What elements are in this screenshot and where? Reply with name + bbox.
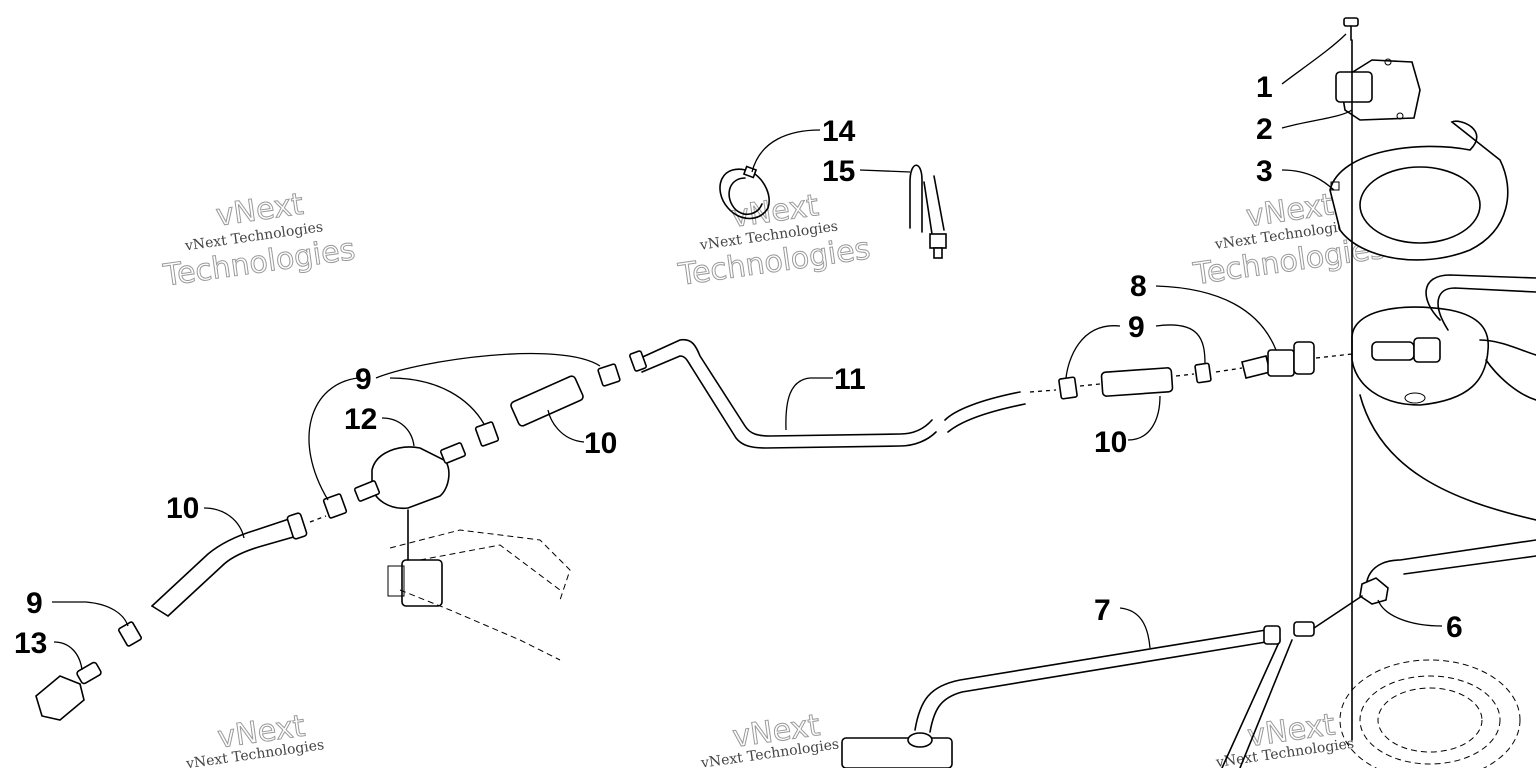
part-7-vent-hose — [841, 595, 1363, 768]
part-9-bushing-right-b — [1194, 362, 1212, 384]
watermark-left-bottom: vNext vNext Technologies — [184, 708, 325, 768]
part-9-bushing-left-bottom — [118, 621, 142, 647]
part-12-fuel-filter — [353, 442, 467, 561]
callout-labels: 1 2 3 6 7 8 9 9 9 10 10 10 11 12 13 14 1… — [14, 71, 1463, 660]
left-centerline — [309, 515, 327, 523]
part-8-quick-connector — [1241, 341, 1315, 379]
watermark-left-top: vNext vNext Technologies Technologies — [160, 186, 358, 294]
callout-10-center: 10 — [584, 427, 617, 460]
part-15-u-clip — [909, 164, 947, 259]
fuel-pump-assembly — [1351, 274, 1536, 521]
part-10-hose-center — [510, 375, 584, 427]
leader-lines — [52, 33, 1443, 671]
fuel-tank-outline — [1339, 539, 1536, 768]
part-11-fuel-line — [629, 338, 1026, 449]
callout-2: 2 — [1256, 113, 1273, 146]
callout-9-left: 9 — [26, 587, 43, 620]
callout-8: 8 — [1130, 270, 1147, 303]
callout-9-center: 9 — [355, 363, 372, 396]
callout-15: 15 — [822, 155, 855, 188]
part-10-hose-left — [151, 512, 308, 617]
part-3-mounting-plate — [1329, 120, 1509, 261]
part-2-bracket — [1335, 58, 1421, 121]
part-9-bushing-right-a — [1058, 376, 1078, 400]
part-9-bushing-center-mid — [474, 421, 500, 447]
callout-9-right: 9 — [1128, 311, 1145, 344]
callout-10-left: 10 — [166, 492, 199, 525]
callout-10-right: 10 — [1094, 426, 1127, 459]
part-9-bushing-left-top — [322, 493, 348, 519]
assembly-centerline — [1029, 353, 1353, 393]
frame-mount-sketch — [387, 529, 571, 661]
callout-11: 11 — [834, 363, 866, 396]
callout-6: 6 — [1446, 611, 1463, 644]
callout-13: 13 — [14, 627, 47, 660]
callout-14: 14 — [822, 115, 856, 148]
callout-1: 1 — [1256, 71, 1273, 104]
watermark-center-bottom: vNext vNext Technologies — [699, 707, 840, 768]
callout-7: 7 — [1094, 594, 1111, 627]
part-9-bushing-center-top — [597, 363, 621, 387]
part-1-screw — [1343, 17, 1359, 41]
watermark-center-top: vNext vNext Technologies Technologies — [675, 188, 873, 294]
part-6-fitting — [1359, 577, 1389, 605]
part-13-quick-connector — [35, 661, 102, 721]
callout-12: 12 — [344, 403, 377, 436]
part-10-hose-right — [1100, 367, 1174, 397]
callout-3: 3 — [1256, 155, 1273, 188]
watermark-right-bottom: vNext vNext Technologies — [1214, 707, 1355, 768]
